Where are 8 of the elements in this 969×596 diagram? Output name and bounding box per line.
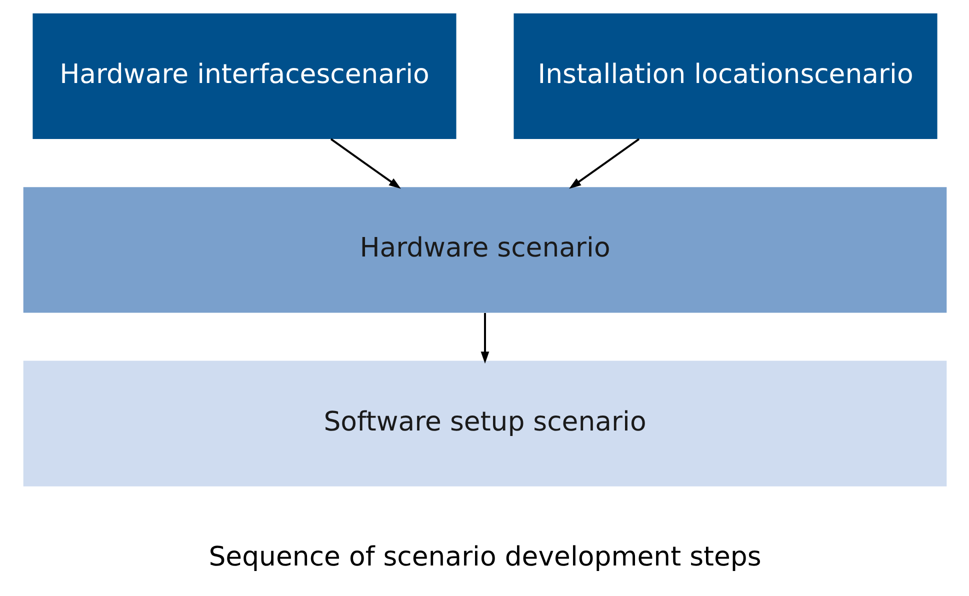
arrow [480, 312, 489, 364]
arrow [568, 138, 640, 189]
legend-label: Sequence of scenario development steps [208, 541, 761, 572]
node-box: Hardware interfacescenario [32, 13, 456, 139]
node-box: Installation locationscenario [513, 13, 937, 139]
node-box: Software setup scenario [22, 360, 946, 486]
node-box: Hardware scenario [22, 187, 946, 313]
arrow [330, 138, 400, 189]
